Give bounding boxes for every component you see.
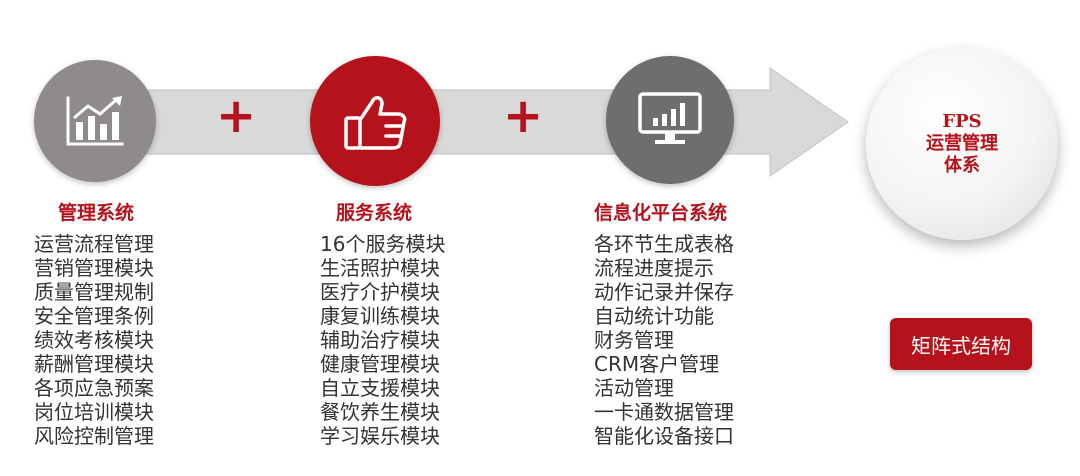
list-item: 营销管理模块 [34,256,154,280]
info-platform-list: 各环节生成表格 流程进度提示 动作记录并保存 自动统计功能 财务管理 CRM客户… [594,232,734,448]
list-item: 餐饮养生模块 [320,400,440,424]
list-item: 各项应急预案 [34,376,154,400]
management-list: 运营流程管理 营销管理模块 质量管理规制 安全管理条例 绩效考核模块 薪酬管理模… [34,232,154,448]
matrix-structure-label: 矩阵式结构 [890,318,1032,370]
list-item: 康复训练模块 [320,304,440,328]
list-item: 辅助治疗模块 [320,328,440,352]
list-item: 一卡通数据管理 [594,400,734,424]
list-item: 动作记录并保存 [594,280,734,304]
list-item: 各环节生成表格 [594,232,734,256]
fps-line-3: 体系 [944,155,980,176]
list-item: 安全管理条例 [34,304,154,328]
info-platform-title: 信息化平台系统 [594,202,728,224]
fps-system-circle: FPS 运营管理 体系 [866,48,1058,240]
list-item: 16个服务模块 [320,232,446,256]
plus-sign-2: + [503,88,544,144]
list-item: 活动管理 [594,376,674,400]
list-item: CRM客户管理 [594,352,720,376]
service-title: 服务系统 [336,202,413,224]
info-platform-circle [606,56,734,184]
list-item: 流程进度提示 [594,256,714,280]
list-item: 质量管理规制 [34,280,154,304]
monitor-chart-icon [638,92,702,144]
service-circle [310,56,440,186]
service-list: 16个服务模块 生活照护模块 医疗介护模块 康复训练模块 辅助治疗模块 健康管理… [320,232,445,448]
list-item: 自立支援模块 [320,376,440,400]
list-item: 绩效考核模块 [34,328,154,352]
list-item: 薪酬管理模块 [34,352,154,376]
list-item: 岗位培训模块 [34,400,154,424]
management-circle [34,60,156,182]
bar-chart-growth-icon [66,96,124,146]
plus-sign-1: + [216,88,257,144]
list-item: 医疗介护模块 [320,280,440,304]
fps-line-2: 运营管理 [926,133,998,154]
fps-label: FPS [942,111,982,132]
list-item: 自动统计功能 [594,304,714,328]
list-item: 学习娱乐模块 [320,424,440,448]
list-item: 智能化设备接口 [594,424,734,448]
list-item: 财务管理 [594,328,674,352]
thumbs-up-icon [344,96,407,150]
list-item: 风险控制管理 [34,424,154,448]
list-item: 生活照护模块 [320,256,440,280]
management-title: 管理系统 [58,202,135,224]
list-item: 运营流程管理 [34,232,154,256]
list-item: 健康管理模块 [320,352,440,376]
